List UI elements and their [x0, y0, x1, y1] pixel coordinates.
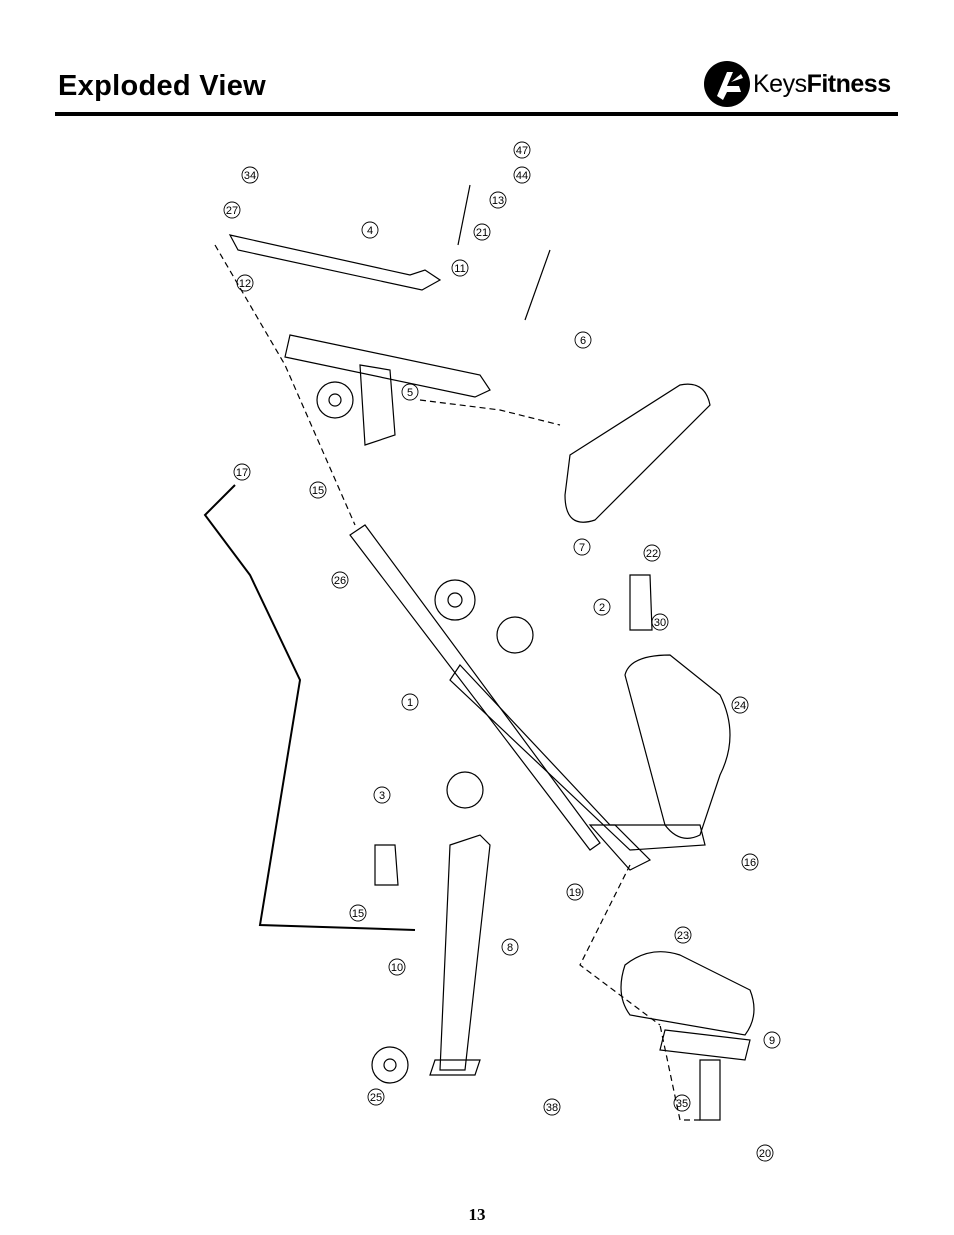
- svg-text:16: 16: [744, 857, 756, 869]
- seat-back-24: [624, 654, 731, 839]
- callout-35: 35: [673, 1094, 691, 1112]
- svg-text:21: 21: [476, 227, 488, 239]
- callout-24: 24: [731, 696, 749, 714]
- svg-text:2: 2: [599, 602, 605, 614]
- callout-17: 17: [233, 463, 251, 481]
- svg-text:5: 5: [407, 387, 413, 399]
- callout-3: 3: [373, 786, 391, 804]
- svg-text:6: 6: [580, 335, 586, 347]
- svg-text:23: 23: [677, 930, 689, 942]
- callout-15b: 15: [349, 904, 367, 922]
- svg-text:27: 27: [226, 205, 238, 217]
- svg-text:24: 24: [734, 700, 746, 712]
- callout-15: 15: [309, 481, 327, 499]
- base-plate: [429, 1059, 481, 1076]
- callout-11: 11: [451, 259, 469, 277]
- upper-arm-4: [228, 234, 442, 291]
- pulley-25-upper: [316, 381, 354, 419]
- callout-38: 38: [543, 1098, 561, 1116]
- callout-23: 23: [674, 926, 692, 944]
- rod-13-left: [457, 184, 471, 246]
- callout-44: 44: [513, 166, 531, 184]
- callout-26: 26: [331, 571, 349, 589]
- svg-text:20: 20: [759, 1148, 771, 1160]
- callout-13: 13: [489, 191, 507, 209]
- callout-20: 20: [756, 1144, 774, 1162]
- logo-brand-bold: Fitness: [806, 70, 892, 98]
- callout-10: 10: [388, 958, 406, 976]
- main-frame-1: [349, 524, 601, 851]
- svg-text:4: 4: [367, 225, 373, 237]
- callout-25: 25: [367, 1088, 385, 1106]
- svg-text:1: 1: [407, 697, 413, 709]
- svg-text:8: 8: [507, 942, 513, 954]
- tube-30-lower: [374, 844, 399, 886]
- page-number: 13: [468, 1205, 486, 1224]
- callout-19: 19: [566, 883, 584, 901]
- footplate-7: [564, 383, 711, 523]
- svg-text:15: 15: [352, 908, 364, 920]
- callout-5: 5: [401, 383, 419, 401]
- callout-7: 7: [573, 538, 591, 556]
- header-rule: [55, 112, 898, 116]
- svg-text:25: 25: [370, 1092, 382, 1104]
- pulley-25-mid: [434, 579, 476, 621]
- seat-23: [620, 951, 755, 1036]
- svg-text:9: 9: [769, 1035, 775, 1047]
- seat-post-frame: [588, 824, 652, 871]
- brand-logo: KeysFitness: [703, 60, 903, 112]
- callout-16: 16: [741, 853, 759, 871]
- seat-post: [699, 1059, 721, 1121]
- exploded-view-diagram: 47 44 13 34 27 4 21 11 12 5 6 7 17 15 26…: [203, 141, 781, 1162]
- svg-text:7: 7: [579, 542, 585, 554]
- svg-text:11: 11: [454, 263, 465, 275]
- logo-wordmark: KeysFitness: [753, 70, 891, 99]
- lower-post-8: [439, 834, 491, 1071]
- arm-bracket: [359, 364, 396, 446]
- callout-1: 1: [401, 693, 419, 711]
- pulley-middle: [446, 771, 484, 809]
- callout-34: 34: [241, 166, 259, 184]
- svg-text:47: 47: [516, 145, 528, 157]
- svg-text:10: 10: [391, 962, 403, 974]
- callout-12: 12: [236, 274, 254, 292]
- svg-text:44: 44: [516, 170, 528, 182]
- keys-fitness-logo-icon: [704, 61, 750, 107]
- svg-text:12: 12: [239, 278, 251, 290]
- callout-6: 6: [574, 331, 592, 349]
- svg-text:26: 26: [334, 575, 346, 587]
- lower-arm-5: [284, 334, 491, 398]
- svg-text:34: 34: [244, 170, 256, 182]
- callout-47: 47: [513, 141, 531, 159]
- svg-text:17: 17: [236, 467, 248, 479]
- svg-text:13: 13: [492, 195, 504, 207]
- rod-13-right: [524, 249, 551, 321]
- callout-27: 27: [223, 201, 241, 219]
- svg-text:3: 3: [379, 790, 385, 802]
- callout-8: 8: [501, 938, 519, 956]
- svg-text:22: 22: [646, 548, 658, 560]
- seat-plate-9: [659, 1029, 751, 1061]
- callout-30: 30: [651, 613, 669, 631]
- svg-text:35: 35: [676, 1098, 688, 1110]
- pulley-25-lower: [371, 1046, 409, 1084]
- callout-21: 21: [473, 223, 491, 241]
- page-title: Exploded View: [58, 70, 267, 102]
- pulley-25-right: [496, 616, 534, 654]
- logo-brand-light: Keys: [753, 70, 807, 98]
- callout-22: 22: [643, 544, 661, 562]
- svg-text:30: 30: [654, 617, 666, 629]
- svg-text:15: 15: [312, 485, 324, 497]
- svg-text:19: 19: [569, 887, 581, 899]
- tube-30-upper: [629, 574, 653, 631]
- cable: [203, 484, 416, 931]
- callout-4: 4: [361, 221, 379, 239]
- svg-text:38: 38: [546, 1102, 558, 1114]
- callout-9: 9: [763, 1031, 781, 1049]
- callout-2: 2: [593, 598, 611, 616]
